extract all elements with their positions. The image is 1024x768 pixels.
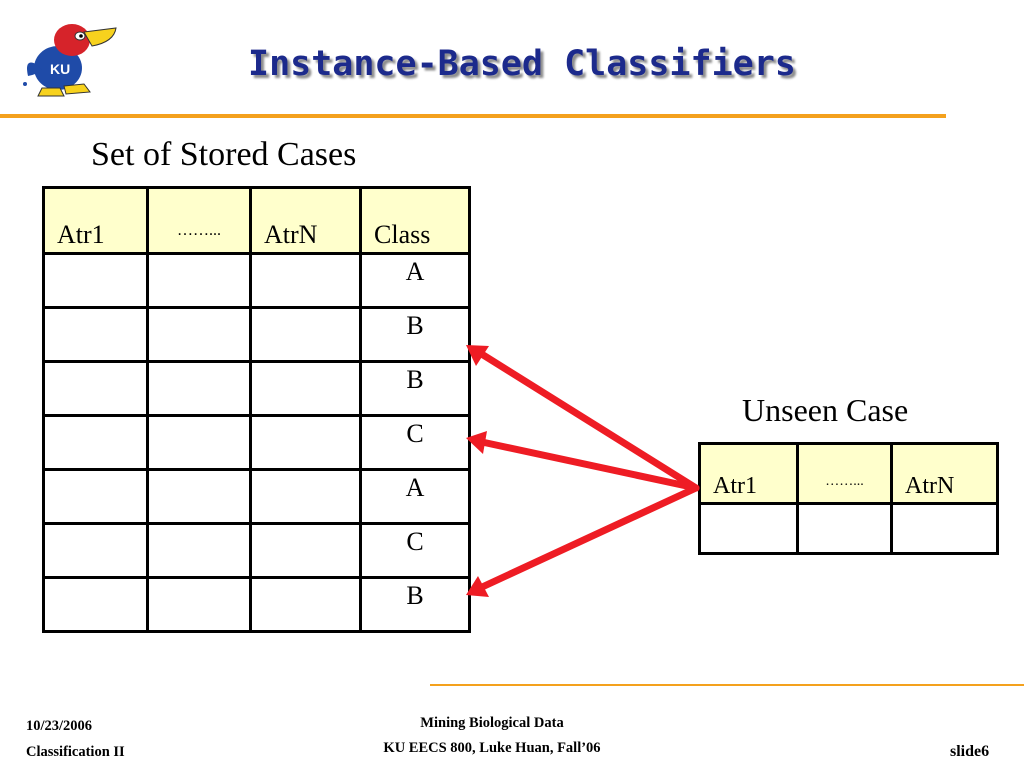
table-row: B bbox=[42, 360, 471, 417]
logo-text: KU bbox=[50, 61, 70, 77]
header-cell: AtrN bbox=[249, 186, 362, 255]
ku-jayhawk-logo: KU bbox=[20, 18, 120, 100]
table-header-row: Atr1 ……... AtrN Class bbox=[42, 186, 471, 255]
header-cell: ……... bbox=[796, 442, 893, 505]
header-cell: Atr1 bbox=[698, 442, 799, 505]
table-row: A bbox=[42, 252, 471, 309]
header-cell: Class bbox=[359, 186, 471, 255]
slide-title: Instance-Based Classifiers bbox=[248, 44, 796, 84]
table-header-row: Atr1 ……... AtrN bbox=[698, 442, 999, 505]
slide-number: slide6 bbox=[950, 743, 990, 760]
table-row: C bbox=[42, 414, 471, 471]
arrow-to-row-4 bbox=[478, 438, 700, 492]
title-divider bbox=[0, 114, 946, 118]
header-cell: Atr1 bbox=[42, 186, 149, 255]
arrow-to-row-2 bbox=[476, 349, 700, 492]
table-row: B bbox=[42, 576, 471, 633]
unseen-case-table: Atr1 ……... AtrN bbox=[698, 442, 999, 555]
jayhawk-icon: KU bbox=[27, 24, 117, 97]
class-cell: B bbox=[359, 360, 471, 417]
class-cell: A bbox=[359, 468, 471, 525]
footer-course-title: Mining Biological Data bbox=[420, 715, 564, 731]
table-row: A bbox=[42, 468, 471, 525]
footer-divider bbox=[430, 684, 1024, 686]
logo-dot bbox=[23, 82, 27, 86]
class-cell: B bbox=[359, 306, 471, 363]
table-row bbox=[698, 502, 999, 555]
arrowhead-icon bbox=[466, 576, 489, 597]
table-row: C bbox=[42, 522, 471, 579]
arrow-to-row-7 bbox=[476, 484, 700, 592]
stored-cases-table: Atr1 ……... AtrN Class A B B C A C B bbox=[42, 186, 471, 633]
class-cell: B bbox=[359, 576, 471, 633]
header-cell: AtrN bbox=[890, 442, 999, 505]
header-cell: ……... bbox=[146, 186, 252, 255]
arrowhead-icon bbox=[466, 431, 487, 454]
table-row: B bbox=[42, 306, 471, 363]
footer-course-info: KU EECS 800, Luke Huan, Fall’06 bbox=[383, 740, 601, 756]
arrowhead-icon bbox=[466, 345, 489, 366]
class-cell: C bbox=[359, 414, 471, 471]
class-cell: C bbox=[359, 522, 471, 579]
stored-cases-caption: Set of Stored Cases bbox=[91, 136, 357, 173]
unseen-case-caption: Unseen Case bbox=[742, 392, 909, 428]
footer-topic: Classification II bbox=[26, 744, 125, 760]
footer-date: 10/23/2006 bbox=[26, 718, 93, 734]
class-cell: A bbox=[359, 252, 471, 309]
